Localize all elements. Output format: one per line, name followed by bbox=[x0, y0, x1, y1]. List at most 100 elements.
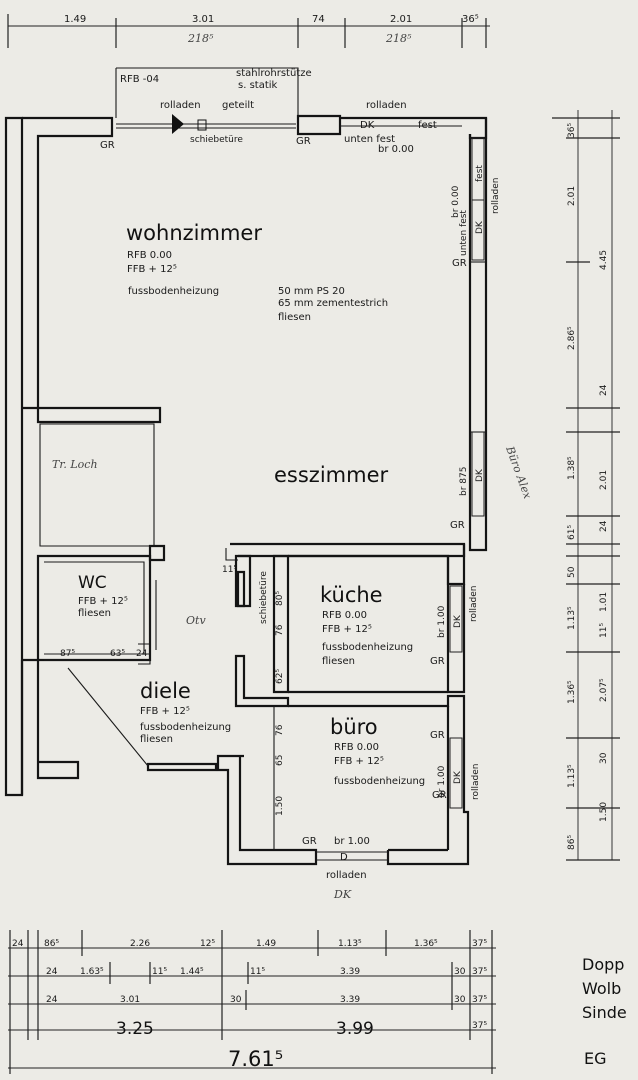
top-dim-2: 3.01 bbox=[192, 14, 214, 25]
wohnzimmer-floor-3: fliesen bbox=[278, 312, 311, 323]
label-gr-4: GR bbox=[450, 520, 465, 531]
right-dim-10: 50 bbox=[567, 566, 577, 578]
edge-text-4: EG bbox=[584, 1049, 607, 1068]
bottom-r2-4: 1.44⁵ bbox=[180, 967, 204, 977]
bottom-r3-4: 3.39 bbox=[340, 995, 360, 1005]
right-dim-4: 2.86⁵ bbox=[567, 326, 577, 350]
label-unten-fest-top: unten fest bbox=[344, 134, 395, 145]
label-rolladen-bottom: rolladen bbox=[326, 870, 367, 881]
kueche-rfb: RFB 0.00 bbox=[322, 610, 367, 621]
label-rolladen-buero: rolladen bbox=[471, 764, 481, 800]
label-dk-kueche: DK bbox=[453, 614, 463, 628]
bottom-r4-1: 3.25 bbox=[116, 1019, 154, 1039]
title-block-edge: Dopp Wolb Sinde EG bbox=[582, 955, 627, 1068]
buero-heating: fussbodenheizung bbox=[334, 776, 425, 787]
wohnzimmer-floor-1: 50 mm PS 20 bbox=[278, 286, 345, 297]
label-rolladen-top: rolladen bbox=[160, 100, 201, 111]
note-dk-bottom: DK bbox=[333, 888, 352, 901]
top-dim-4: 2.01 bbox=[390, 14, 412, 25]
right-dim-16: 1.13⁵ bbox=[567, 764, 577, 788]
bottom-r2-8: 37⁵ bbox=[472, 967, 487, 977]
right-dim-9: 24 bbox=[599, 520, 609, 532]
bottom-r1-8: 37⁵ bbox=[472, 939, 487, 949]
wohnzimmer-ffb: FFB + 12⁵ bbox=[127, 264, 177, 275]
bottom-r3-1: 24 bbox=[46, 995, 58, 1005]
label-dk-buero: DK bbox=[453, 770, 463, 784]
bottom-r2-1: 24 bbox=[46, 967, 58, 977]
bottom-r2-5: 11⁵ bbox=[250, 967, 265, 977]
dim-875: 87⁵ bbox=[60, 649, 75, 659]
label-rolladen-top-2: rolladen bbox=[366, 100, 407, 111]
bottom-r2-3: 11⁵ bbox=[152, 967, 167, 977]
bottom-r1-4: 12⁵ bbox=[200, 939, 215, 949]
label-br875: br 875 bbox=[459, 467, 469, 496]
room-name-esszimmer: esszimmer bbox=[274, 463, 388, 487]
room-name-diele: diele bbox=[140, 679, 191, 703]
label-br000-top: br 0.00 bbox=[378, 144, 414, 155]
dim-150: 1.50 bbox=[275, 796, 285, 816]
label-unten-fest-right: unten fest bbox=[459, 210, 469, 256]
buero-ffb: FFB + 12⁵ bbox=[334, 756, 384, 767]
right-dim-12: 1.13⁵ bbox=[567, 606, 577, 630]
wohnzimmer-heating: fussbodenheizung bbox=[128, 286, 219, 297]
label-gr-7: GR bbox=[432, 790, 447, 801]
room-wohnzimmer: wohnzimmer RFB 0.00 FFB + 12⁵ fussbodenh… bbox=[126, 221, 388, 323]
bottom-r2-2: 1.63⁵ bbox=[80, 967, 104, 977]
kueche-floor: fliesen bbox=[322, 656, 355, 667]
label-stahlrohrstuetze: stahlrohrstütze bbox=[236, 68, 312, 79]
right-dim-8: 61⁵ bbox=[567, 525, 577, 540]
right-dim-3: 4.45 bbox=[599, 250, 609, 270]
dim-625: 62⁵ bbox=[275, 669, 285, 684]
walls bbox=[4, 67, 488, 866]
top-dimension-chain: 1.49 3.01 74 2.01 36⁵ 218⁵ 218⁵ bbox=[7, 14, 490, 48]
dim-76-b: 76 bbox=[275, 724, 285, 736]
label-door-d: D bbox=[340, 852, 348, 863]
label-dk-right: DK bbox=[475, 220, 485, 234]
right-dimension-chain: 36⁵ 2.01 4.45 2.86⁵ 24 1.38⁵ 2.01 61⁵ 24… bbox=[552, 110, 620, 861]
label-gr-6: GR bbox=[430, 730, 445, 741]
label-gr-8: GR bbox=[302, 836, 317, 847]
label-br000-right: br 0.00 bbox=[451, 185, 461, 218]
edge-text-1: Dopp bbox=[582, 955, 624, 974]
bottom-r3-2: 3.01 bbox=[120, 995, 140, 1005]
buero-rfb: RFB 0.00 bbox=[334, 742, 379, 753]
dim-805: 80⁵ bbox=[275, 591, 285, 606]
room-diele: diele FFB + 12⁵ fussbodenheizung fliesen bbox=[140, 679, 231, 745]
note-tr-loch: Tr. Loch bbox=[52, 458, 98, 471]
top-dim-3: 74 bbox=[312, 14, 325, 25]
bottom-dimension-chains: 24 86⁵ 2.26 12⁵ 1.49 1.13⁵ 1.36⁵ 37⁵ 24 … bbox=[8, 930, 496, 1074]
right-dim-19: 86⁵ bbox=[567, 835, 577, 850]
top-hand-1: 218⁵ bbox=[187, 32, 214, 45]
dim-24-wc: 24 bbox=[136, 649, 148, 659]
bottom-r3-3: 30 bbox=[230, 995, 242, 1005]
dim-76-a: 76 bbox=[275, 624, 285, 636]
dim-65: 65 bbox=[275, 755, 285, 766]
annotations: RFB -04 stahlrohrstütze s. statik rollad… bbox=[44, 68, 501, 881]
right-dim-18: 1.50 bbox=[599, 802, 609, 822]
diele-ffb: FFB + 12⁵ bbox=[140, 706, 190, 717]
bottom-r1-1: 24 bbox=[12, 939, 24, 949]
right-dim-13: 11⁵ bbox=[599, 623, 609, 638]
right-dim-7: 2.01 bbox=[599, 470, 609, 490]
top-dim-1: 1.49 bbox=[64, 14, 86, 25]
label-schiebetuere-kueche: schiebetüre bbox=[259, 571, 269, 624]
label-gr-1: GR bbox=[100, 140, 115, 151]
label-br100-buero: br 1.00 bbox=[437, 765, 447, 798]
edge-text-3: Sinde bbox=[582, 1003, 627, 1022]
kueche-heating: fussbodenheizung bbox=[322, 642, 413, 653]
diele-heating: fussbodenheizung bbox=[140, 722, 231, 733]
room-name-buero: büro bbox=[330, 715, 378, 739]
note-otv: Otv bbox=[186, 614, 206, 627]
label-statik: s. statik bbox=[238, 80, 278, 91]
label-gr-3: GR bbox=[452, 258, 467, 269]
handwritten-notes: Tr. Loch DK Büro Alex Otv bbox=[52, 444, 534, 901]
label-rfb04: RFB -04 bbox=[120, 74, 159, 85]
label-gr-5: GR bbox=[430, 656, 445, 667]
room-name-kueche: küche bbox=[320, 583, 383, 607]
right-dim-11: 1.01 bbox=[599, 592, 609, 612]
bottom-r1-6: 1.13⁵ bbox=[338, 939, 362, 949]
wc-ffb: FFB + 12⁵ bbox=[78, 596, 128, 607]
label-gr-2: GR bbox=[296, 136, 311, 147]
top-hand-2: 218⁵ bbox=[385, 32, 412, 45]
